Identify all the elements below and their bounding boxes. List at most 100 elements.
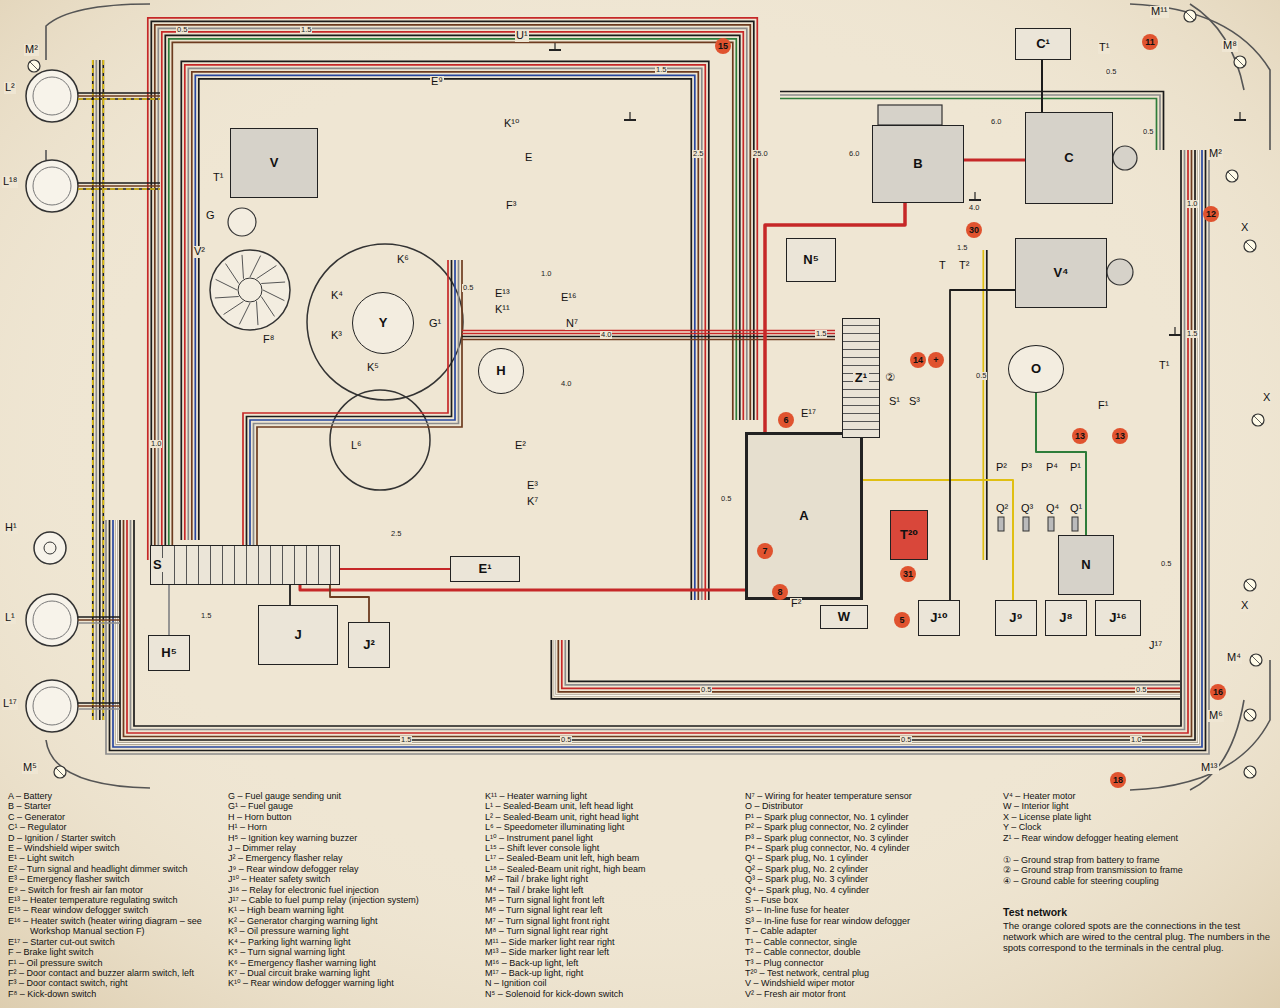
relay-box: J¹⁶ [1095,600,1141,636]
wire-gauge: 1.5 [1186,330,1198,338]
wire [78,98,160,100]
wire [254,260,459,545]
wire-gauge: 4.0 [560,380,572,388]
component-designator: F³ [505,200,517,212]
wire-gauge: 0.5 [560,736,572,744]
legend-line: M¹³ – Side marker light rear left [485,947,740,957]
wire-gauge: 0.5 [1160,560,1172,568]
wire-gauge: 2.5 [390,530,402,538]
component-designator: B [911,157,924,171]
component-designator: Q³ [1020,503,1034,515]
legend-line: E¹ – Light switch [8,853,226,863]
wire [78,708,120,710]
component-designator: M¹³ [1200,762,1219,774]
component-designator: L¹⁸ [2,176,18,188]
fan-blade [250,256,261,277]
headlight-symbol [26,160,78,212]
bulb-symbol [54,766,66,778]
component-designator: S¹ [888,396,901,408]
component-designator: M² [24,44,39,56]
legend-line: E¹⁶ – Heater switch (heater wiring diagr… [8,916,226,937]
ground-symbol [1174,327,1175,335]
wire [986,250,988,560]
test-spot-number: 5 [894,612,910,628]
legend-line: L¹ – Sealed-Beam unit, left head light [485,801,740,811]
legend-line: K⁷ – Dual circuit brake warning light [228,968,480,978]
wire [78,185,160,187]
component-designator: H [494,364,507,378]
component-designator: ② [884,372,896,384]
wire-gauge: 0.5 [975,372,987,380]
bulb-filament [1246,768,1254,776]
wire [78,92,160,94]
wire [565,640,1180,685]
ground-symbol [1234,119,1246,121]
wire-gauge: 0.5 [176,26,188,34]
legend-line: V – Windshield wiper motor [745,978,1000,988]
component-designator: Y [377,316,390,330]
horn-button-circle: H [478,348,524,394]
ground-symbol [974,192,975,200]
ground-symbol [554,42,555,50]
legend-column: N⁷ – Wiring for heater temperature senso… [745,791,1000,999]
legend-line: J¹⁷ – Cable to fuel pump relay (injectio… [228,895,480,905]
legend-line: M¹⁷ – Back-up light, right [485,968,740,978]
bulb-filament [56,768,64,776]
car-body-outline [1130,660,1270,790]
test-spot-number: 31 [900,566,916,582]
legend-line: L¹⁸ – Sealed-Beam unit right, high beam [485,864,740,874]
wire-gauge: 1.0 [540,270,552,278]
legend-line: S¹ – In-line fuse for heater [745,905,1000,915]
test-spot-number: 13 [1112,428,1128,444]
wire [117,150,1199,744]
wire-connector [765,203,905,432]
component-designator: M¹¹ [1150,6,1169,18]
legend-line: E² – Turn signal and headlight dimmer sw… [8,864,226,874]
legend-line: J¹⁰ – Heater safety switch [228,874,480,884]
wire [92,60,94,720]
wire [102,60,104,720]
wire-gauge: 0.5 [720,495,732,503]
component-designator: N [1079,558,1092,572]
heater-fan [1107,259,1133,285]
heating-element: Z¹ [842,318,880,438]
component-designator: N⁷ [565,318,579,330]
legend-line: L¹⁰ – Instrument panel light [485,833,740,843]
car-body-outline [1190,4,1244,90]
relay-box: J [258,605,338,665]
legend-line: T²⁰ – Test network, central plug [745,968,1000,978]
wire [78,616,120,618]
fan-blade [263,290,284,301]
fan-blade [239,303,250,324]
test-plug-box: T²⁰ [890,510,928,560]
component-designator: T [938,260,947,272]
component-designator: N⁵ [801,253,821,267]
legend-line: J⁹ – Rear window defogger relay [228,864,480,874]
fan-hub [238,278,262,302]
bulb-filament [1186,12,1194,20]
legend-line: E¹⁵ – Rear window defogger switch [8,905,226,915]
wire [78,188,160,190]
test-spot-number: 6 [778,412,794,428]
legend-line: V⁴ – Heater motor [1003,791,1275,801]
switch-box: E¹ [450,556,520,582]
wire [78,619,120,621]
wire-gauge: 2.5 [692,150,704,158]
generator-box: C [1025,112,1113,204]
legend-line: K¹¹ – Heater warning light [485,791,740,801]
component-designator: J [292,628,303,642]
wire-gauge: 4.0 [968,204,980,212]
test-spot-number: 30 [966,222,982,238]
wire [158,28,747,560]
legend-line: T – Cable adapter [745,926,1000,936]
headlight-lens [33,687,71,725]
interior-light-box: W [820,605,868,629]
legend-line: ① – Ground strap from battery to frame [1003,855,1275,865]
wire [78,702,120,704]
wire [551,640,1180,699]
bulb-symbol [1226,170,1238,182]
component-designator: P¹ [1069,462,1082,474]
legend-column: V⁴ – Heater motorW – Interior lightX – L… [1003,791,1275,953]
wire-connector [964,159,1025,162]
